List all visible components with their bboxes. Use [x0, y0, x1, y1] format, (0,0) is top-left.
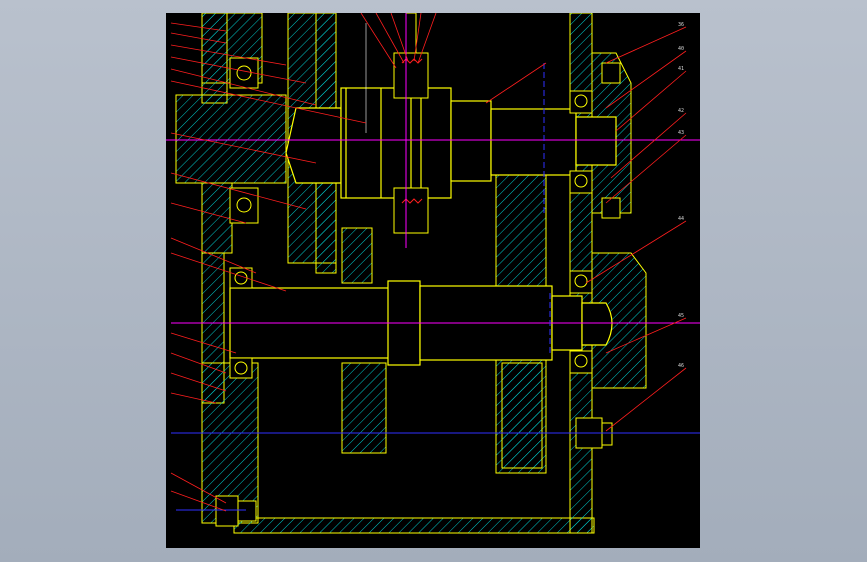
part-number-balloons: 36 40 41 42 43 44 45 46 — [678, 22, 684, 369]
balloon-42: 42 — [678, 108, 684, 114]
balloon-36: 36 — [678, 22, 684, 28]
balloon-41: 41 — [678, 66, 684, 72]
gearbox-section-drawing: 36 40 41 42 43 44 45 46 — [166, 13, 700, 534]
cad-viewport[interactable]: 36 40 41 42 43 44 45 46 — [166, 13, 700, 548]
spring-clutch — [393, 13, 429, 234]
balloon-46: 46 — [678, 363, 684, 369]
balloon-45: 45 — [678, 313, 684, 319]
upper-shaft — [285, 87, 617, 199]
balloon-44: 44 — [678, 216, 684, 222]
balloon-43: 43 — [678, 130, 684, 136]
balloon-40: 40 — [678, 46, 684, 52]
lower-gears — [341, 227, 543, 469]
fasteners — [215, 62, 621, 527]
leader-lines — [170, 13, 687, 512]
center-lines — [166, 13, 700, 511]
